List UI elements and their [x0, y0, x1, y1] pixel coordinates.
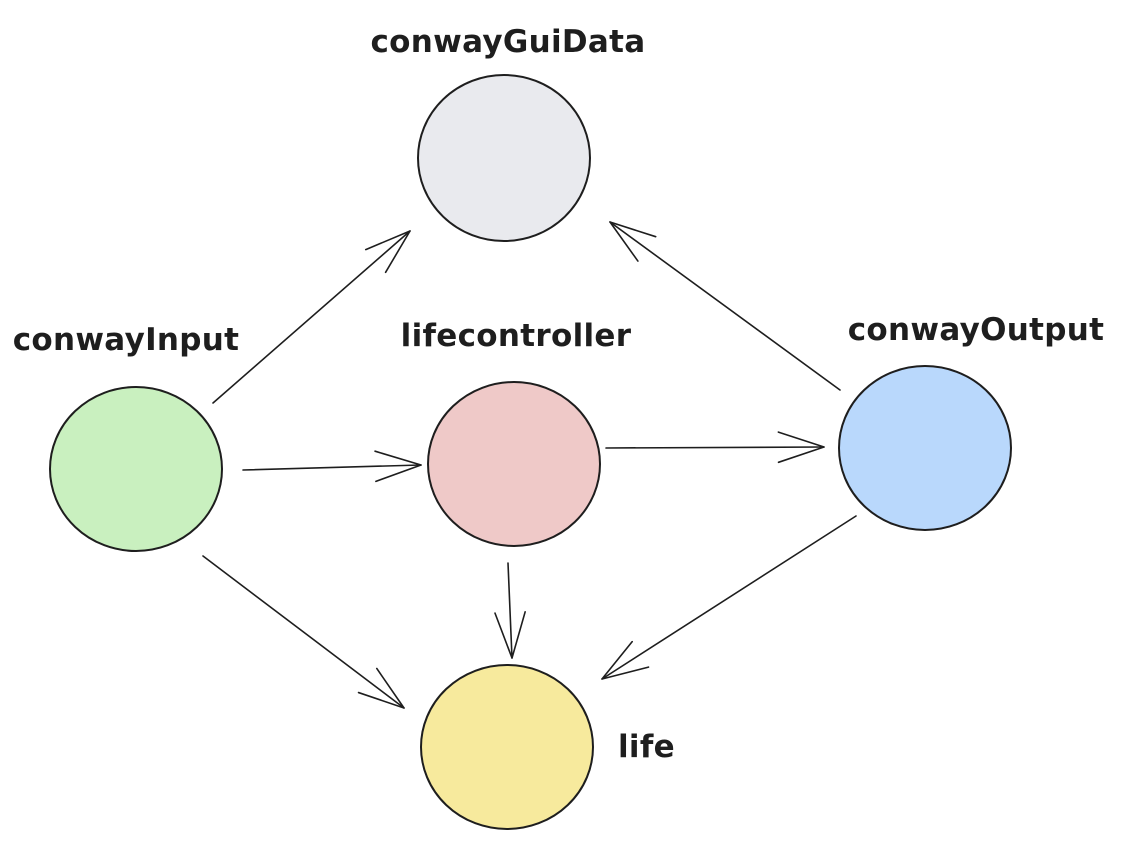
edge-conwayInput-to-life — [202, 555, 405, 709]
edge-line — [202, 555, 405, 709]
edge-line — [601, 515, 857, 680]
node-label-conwayOutput: conwayOutput — [848, 312, 1104, 348]
node-circle-lifecontroller — [427, 381, 601, 547]
edge-line — [605, 446, 825, 449]
node-conwayGuiData[interactable]: conwayGuiData — [371, 24, 646, 242]
edge-lifecontroller-to-conwayOutput — [605, 431, 825, 464]
edge-conwayInput-to-conwayGuiData — [212, 230, 411, 404]
node-circle-conwayGuiData — [417, 74, 591, 242]
node-conwayOutput[interactable]: conwayOutput — [838, 312, 1104, 531]
edge-conwayOutput-to-conwayGuiData — [609, 221, 841, 391]
arrowhead — [601, 640, 650, 680]
edge-lifecontroller-to-life — [494, 562, 526, 659]
node-label-life: life — [618, 729, 675, 765]
node-circle-conwayOutput — [838, 365, 1012, 531]
arrowhead — [609, 221, 657, 262]
edge-line — [212, 230, 411, 404]
edge-conwayOutput-to-life — [601, 515, 857, 680]
node-circle-conwayInput — [49, 386, 223, 552]
arrowhead — [777, 431, 825, 464]
node-life[interactable]: life — [420, 664, 675, 830]
edge-line — [507, 562, 513, 659]
edges-layer — [202, 221, 857, 709]
arrowhead — [364, 230, 411, 274]
node-label-conwayInput: conwayInput — [13, 322, 240, 358]
arrowhead — [357, 667, 405, 709]
node-conwayInput[interactable]: conwayInput — [13, 322, 240, 552]
edge-line — [242, 464, 422, 471]
edge-conwayInput-to-lifecontroller — [242, 450, 422, 483]
edge-line — [609, 221, 841, 391]
node-lifecontroller[interactable]: lifecontroller — [401, 318, 632, 547]
node-circle-life — [420, 664, 594, 830]
node-label-conwayGuiData: conwayGuiData — [371, 24, 646, 60]
node-label-lifecontroller: lifecontroller — [401, 318, 632, 354]
arrowhead — [494, 611, 526, 659]
arrowhead — [374, 450, 422, 483]
